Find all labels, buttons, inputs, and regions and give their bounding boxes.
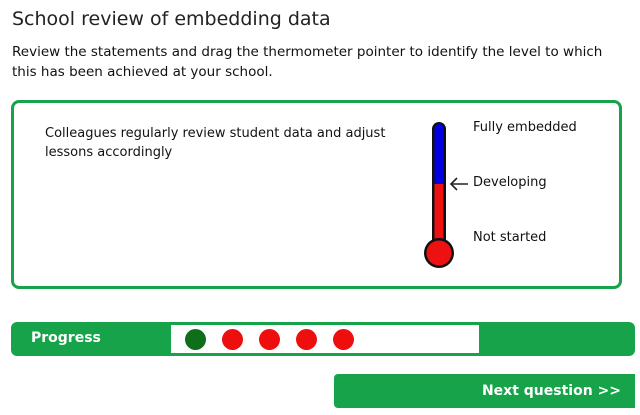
- progress-dot: [222, 329, 243, 350]
- progress-bar: Progress: [11, 322, 635, 356]
- progress-dots-track: [171, 325, 479, 353]
- thermometer-lower-fill: [434, 184, 444, 249]
- level-label-developing: Developing: [473, 175, 547, 190]
- progress-dot: [259, 329, 280, 350]
- progress-dot: [296, 329, 317, 350]
- instructions-text: Review the statements and drag the therm…: [12, 44, 603, 80]
- statement-text: Colleagues regularly review student data…: [45, 126, 386, 160]
- thermometer[interactable]: [422, 121, 456, 271]
- progress-dot: [185, 329, 206, 350]
- progress-label: Progress: [31, 330, 101, 346]
- left-arrow-icon[interactable]: [448, 176, 470, 192]
- next-question-button[interactable]: Next question >>: [334, 374, 635, 408]
- thermometer-upper-fill: [434, 124, 444, 186]
- page-title: School review of embedding data: [12, 8, 331, 30]
- progress-dot: [333, 329, 354, 350]
- statement-card: Colleagues regularly review student data…: [11, 100, 622, 289]
- thermometer-bulb: [426, 240, 452, 266]
- level-label-fully-embedded: Fully embedded: [473, 120, 577, 135]
- level-label-not-started: Not started: [473, 230, 547, 245]
